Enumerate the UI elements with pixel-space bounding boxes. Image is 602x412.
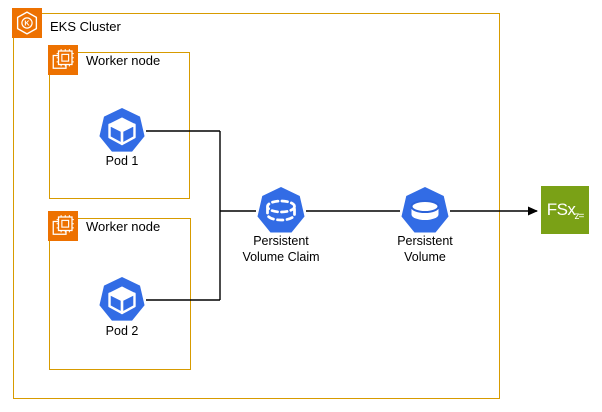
pvc-label-line2: Volume Claim bbox=[242, 250, 320, 264]
eks-cluster-box bbox=[13, 13, 500, 399]
worker-node-2-box bbox=[49, 218, 191, 370]
worker-node-1-icon bbox=[48, 45, 78, 75]
fsx-icon-sublabel: z= bbox=[574, 211, 584, 222]
eks-cluster-icon: K bbox=[12, 8, 42, 38]
worker-node-1-box bbox=[49, 52, 190, 199]
fsx-icon-label: FSx bbox=[546, 200, 576, 219]
persistent-volume-claim-icon bbox=[256, 186, 306, 236]
pv-label-line1: Persistent bbox=[397, 234, 453, 248]
eks-cluster-label: EKS Cluster bbox=[50, 19, 121, 34]
eks-icon-letter: K bbox=[24, 20, 30, 28]
worker-node-1-label: Worker node bbox=[86, 53, 161, 68]
pv-label-line2: Volume bbox=[404, 250, 446, 264]
worker-node-2-icon bbox=[48, 211, 78, 241]
pod-1-icon bbox=[98, 107, 146, 155]
persistent-volume-icon bbox=[400, 186, 450, 236]
pod-1-label: Pod 1 bbox=[105, 154, 139, 168]
worker-node-2-label: Worker node bbox=[86, 219, 161, 234]
persistent-volume-claim-label: Persistent Volume Claim bbox=[231, 233, 331, 265]
pod-2-icon bbox=[98, 276, 146, 324]
pvc-label-line1: Persistent bbox=[253, 234, 309, 248]
pod-2-label: Pod 2 bbox=[105, 324, 139, 338]
fsx-for-openzfs-icon: FSx z= bbox=[541, 186, 589, 234]
persistent-volume-label: Persistent Volume bbox=[375, 233, 475, 265]
